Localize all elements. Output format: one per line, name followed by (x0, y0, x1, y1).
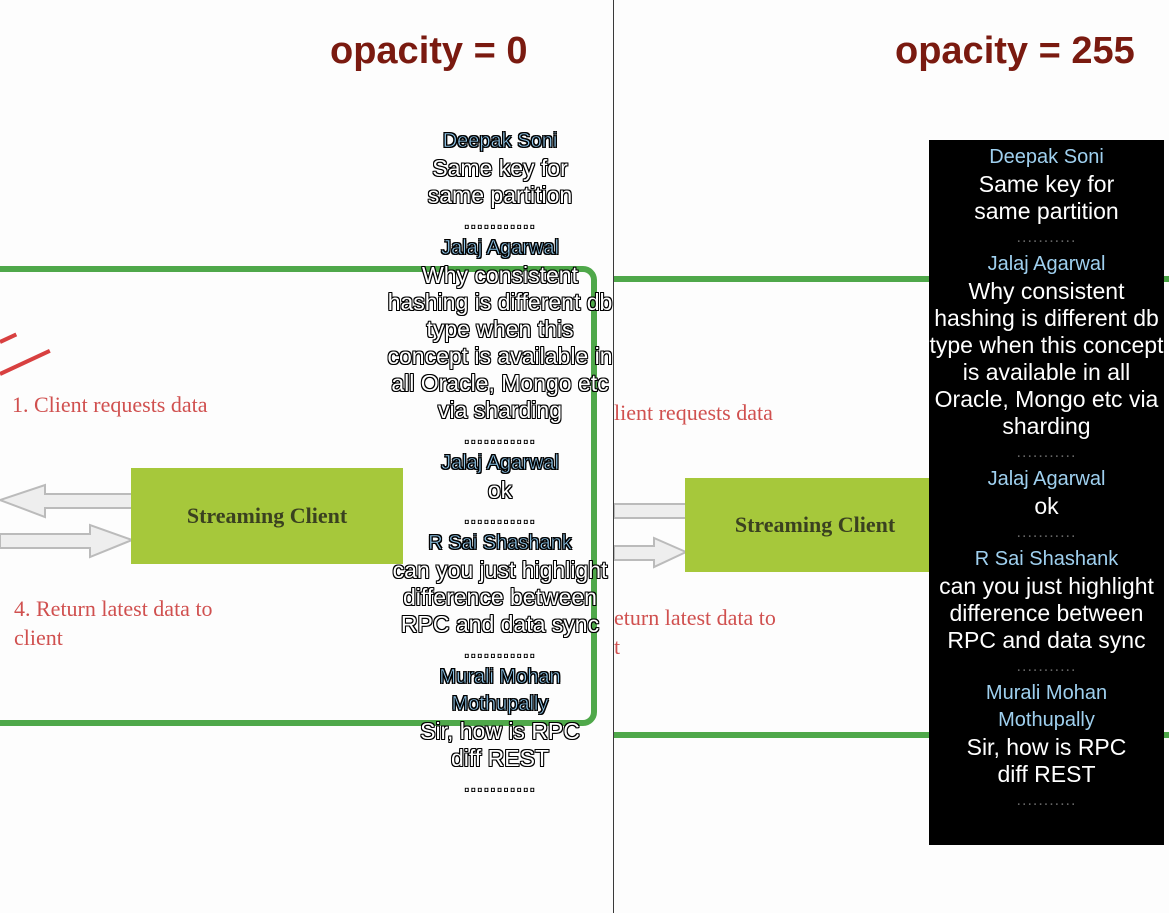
slide-step-4: 4. Return latest data to client (14, 594, 213, 652)
chat-separator: ........... (1016, 524, 1077, 541)
chat-author: R Sai Shashank (974, 548, 1119, 570)
streaming-client-box: Streaming Client (131, 468, 403, 564)
chat-separator: ........... (1016, 444, 1077, 461)
chat-author: Jalaj Agarwal (441, 452, 559, 475)
chat-separator: ........... (463, 506, 537, 528)
slide-step-4-line2: t (614, 634, 621, 659)
panel-title: opacity = 255 (895, 30, 1135, 72)
left-panel-opacity-0: opacity = 0 1. Client requests data Stre… (0, 30, 613, 798)
chat-text: Same key for same partition (427, 155, 573, 208)
chat-message: R Sai Shashank can you just highlight di… (385, 530, 613, 664)
chat-text: can you just highlight difference betwee… (939, 573, 1154, 653)
panel-title: opacity = 0 (330, 30, 528, 72)
slide-step-4-line1: 4. Return latest data to (14, 596, 213, 621)
chat-author: Jalaj Agarwal (441, 237, 559, 260)
chat-text: Sir, how is RPC diff REST (966, 734, 1127, 787)
slide-frame (614, 276, 1169, 738)
streaming-client-box: Streaming Client (685, 478, 945, 572)
chat-message: Murali Mohan Mothupally Sir, how is RPC … (929, 680, 1164, 814)
slide-step-1: 1. Client requests data (12, 392, 208, 417)
chat-author: Jalaj Agarwal (987, 468, 1106, 490)
chat-separator: ........... (463, 640, 537, 662)
chat-separator: ........... (463, 426, 537, 448)
chat-message: R Sai Shashank can you just highlight di… (929, 546, 1164, 680)
panel-divider (613, 0, 614, 913)
chat-overlay-transparent: Deepak Soni Same key for same partition … (385, 128, 613, 798)
streaming-client-label: Streaming Client (186, 503, 348, 528)
chat-text: can you just highlight difference betwee… (392, 557, 608, 637)
chat-text: Why consistent hashing is different db t… (387, 262, 613, 423)
chat-message: Deepak Soni Same key for same partition … (929, 144, 1164, 251)
slide-step-1: lient requests data (614, 400, 773, 425)
chat-author: Murali Mohan Mothupally (985, 682, 1108, 731)
chat-text: Same key for same partition (974, 171, 1119, 224)
chat-separator: ........... (1016, 658, 1077, 675)
slide-step-4-line2: client (14, 625, 63, 650)
chat-message: Deepak Soni Same key for same partition … (385, 128, 613, 235)
arrow-left-icon (0, 483, 135, 559)
chat-author: Deepak Soni (989, 146, 1104, 168)
chat-text: Why consistent hashing is different db t… (929, 278, 1164, 439)
chat-message: Jalaj Agarwal Why consistent hashing is … (385, 235, 613, 450)
chat-message: Murali Mohan Mothupally Sir, how is RPC … (385, 664, 613, 798)
chat-separator: ........... (463, 774, 537, 796)
chat-text: Sir, how is RPC diff REST (420, 718, 580, 771)
slide-frame (0, 266, 597, 726)
chat-author: R Sai Shashank (428, 532, 572, 555)
chat-message: Jalaj Agarwal ok ........... (385, 450, 613, 530)
streaming-client-label: Streaming Client (734, 512, 896, 537)
chat-message: Jalaj Agarwal ok ........... (929, 466, 1164, 546)
chat-overlay-opaque: Deepak Soni Same key for same partition … (929, 140, 1164, 845)
chat-separator: ........... (1016, 229, 1077, 246)
chat-text: ok (1034, 493, 1059, 519)
slide-step-4: eturn latest data to t (614, 603, 776, 661)
arrow-left-icon (614, 503, 689, 569)
chat-author: Deepak Soni (442, 130, 558, 153)
slide-step-4-line1: eturn latest data to (614, 605, 776, 630)
chat-message: Jalaj Agarwal Why consistent hashing is … (929, 251, 1164, 466)
chat-separator: ........... (1016, 792, 1077, 809)
chat-author: Jalaj Agarwal (987, 253, 1106, 275)
chat-separator: ........... (463, 211, 537, 233)
chat-text: ok (487, 477, 513, 503)
chat-author: Murali Mohan Mothupally (439, 666, 561, 716)
